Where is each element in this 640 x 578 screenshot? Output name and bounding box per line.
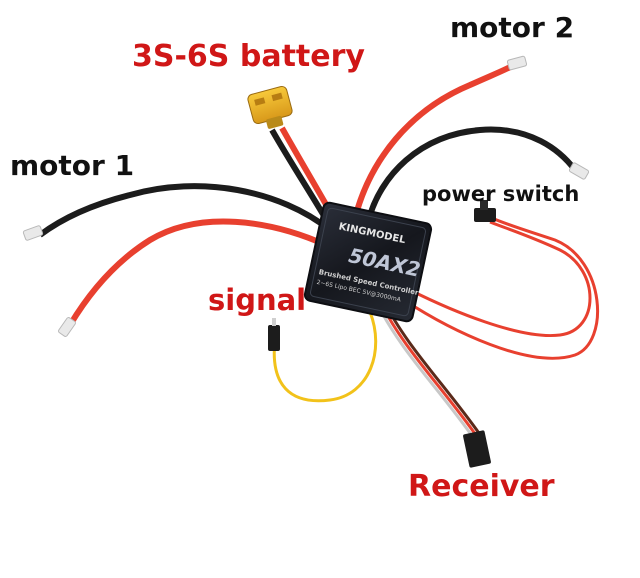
signal-label: signal [208,283,307,317]
receiver-lead [376,300,491,468]
signal-wire [268,311,378,403]
power-switch-wires [403,200,600,360]
esc-body: KINGMODEL 50AX2 Brushed Speed Controller… [303,201,433,323]
motor2-label: motor 2 [450,11,575,44]
receiver-label: Receiver [408,469,555,504]
battery-label: 3S-6S battery [132,39,365,74]
motor2-wires [352,55,590,223]
motor1-wires [22,183,332,337]
xt60-connector [247,85,293,129]
motor1-label: motor 1 [10,149,135,182]
power-switch-label: power switch [422,182,580,206]
